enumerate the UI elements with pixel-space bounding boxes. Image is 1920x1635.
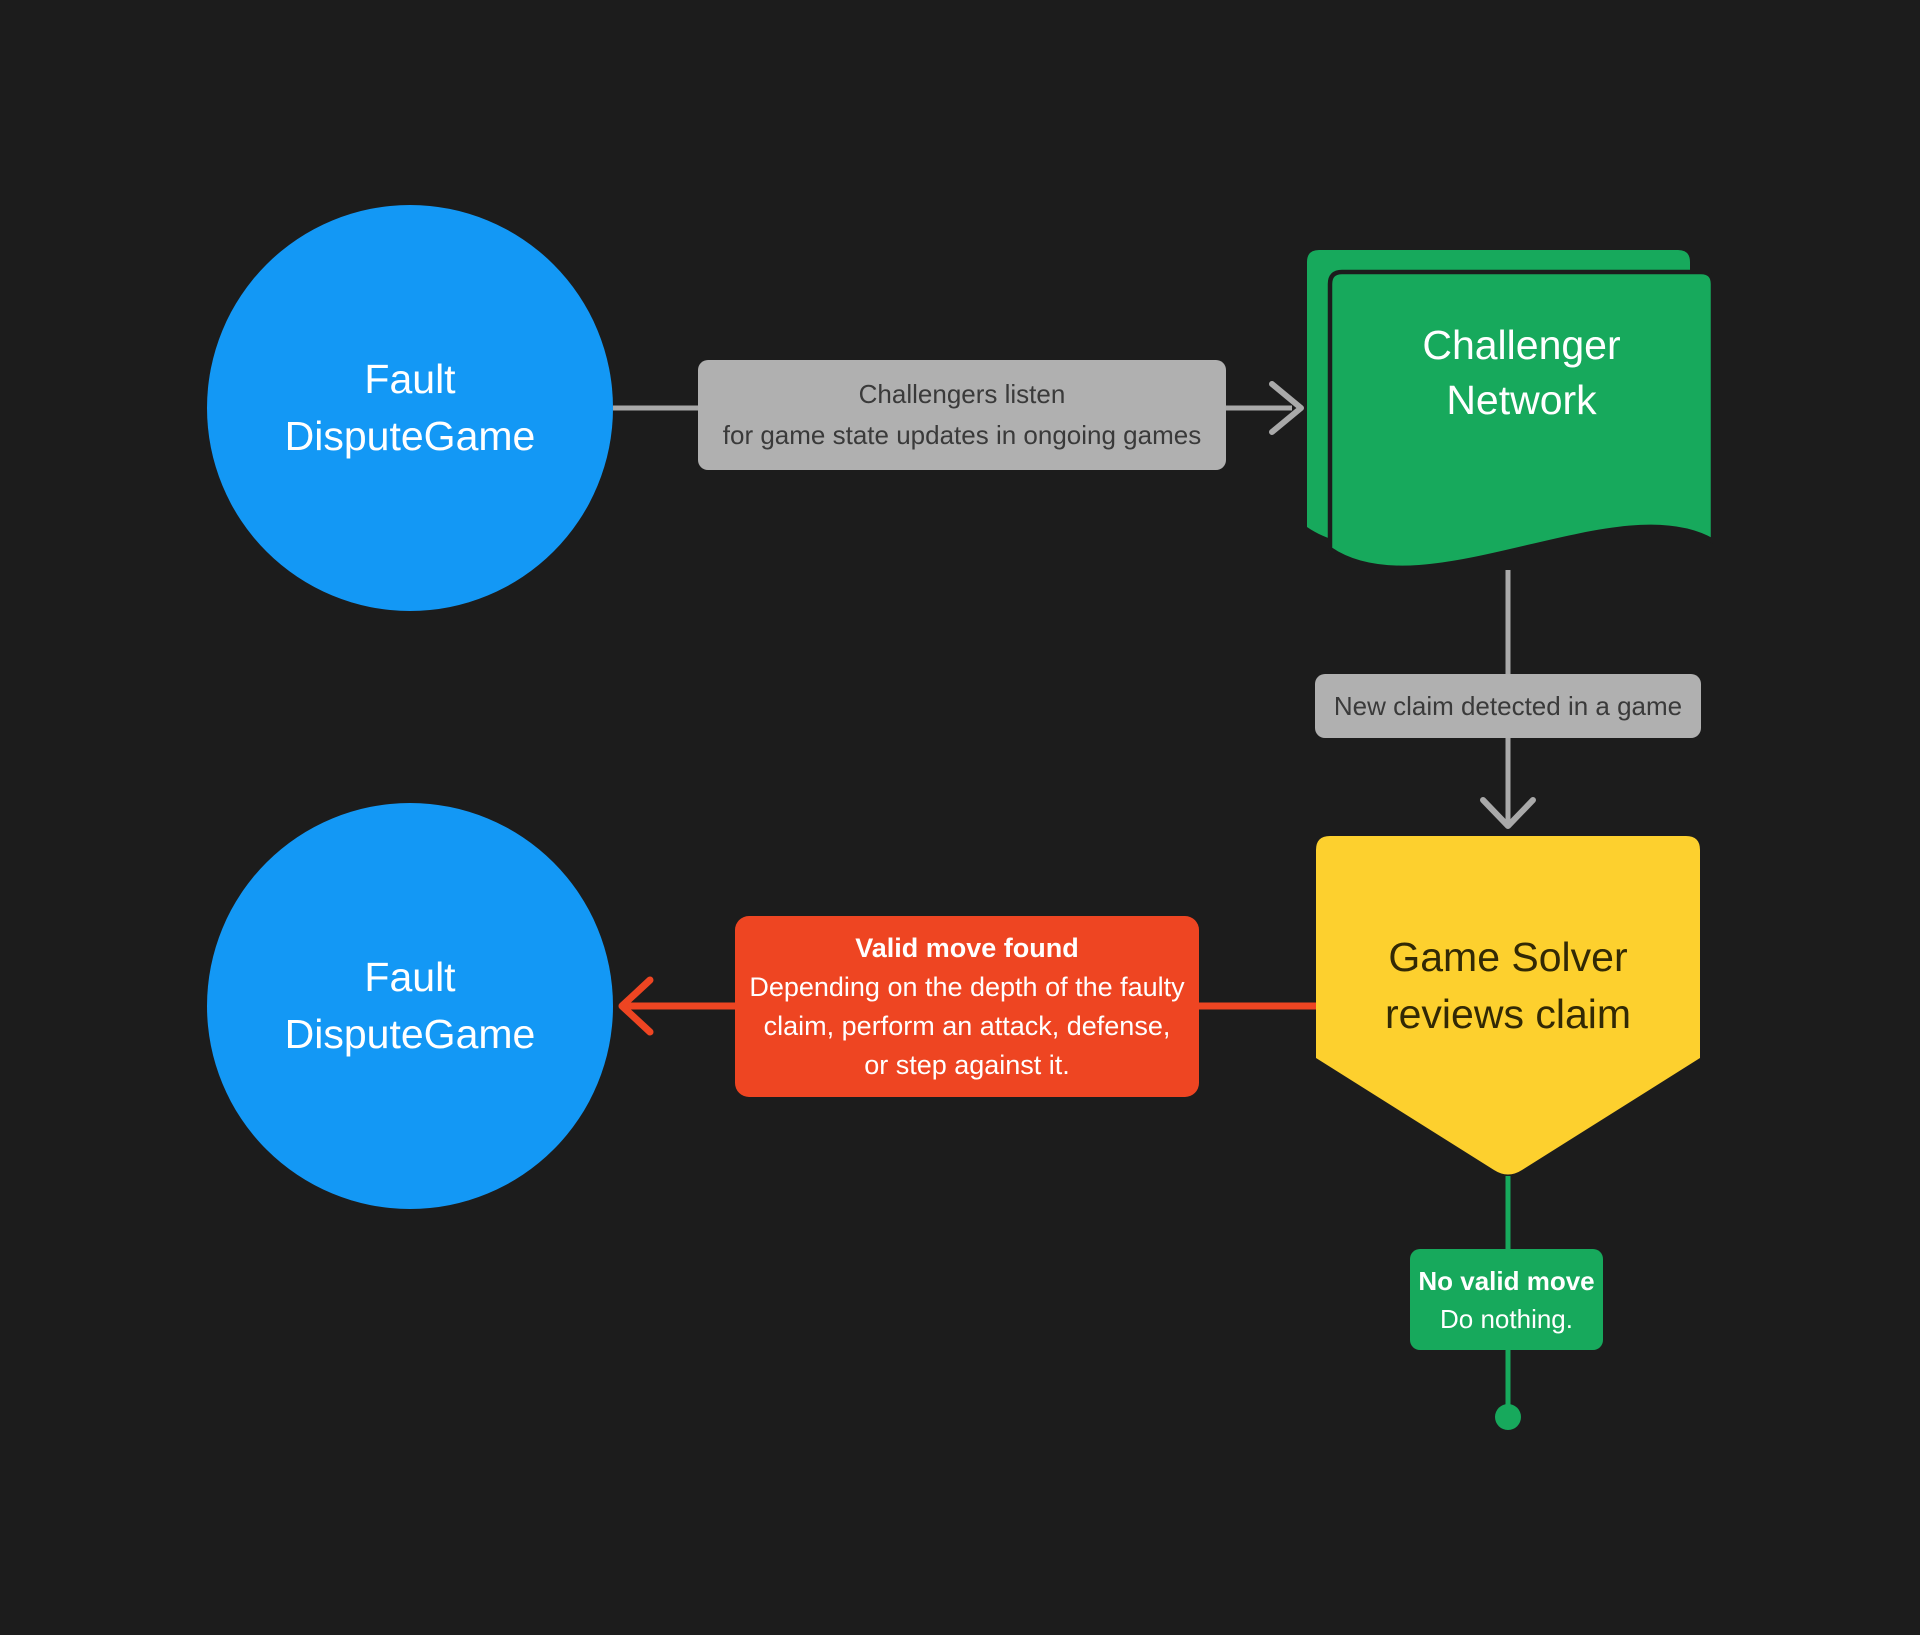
node-label-line: Game Solver	[1388, 934, 1628, 980]
node-fault-dispute-game-top[interactable]: Fault DisputeGame	[207, 205, 613, 611]
edge-label-title: Valid move found	[855, 932, 1079, 963]
edge-label-no-valid-move[interactable]: No valid move Do nothing.	[1410, 1249, 1603, 1350]
edge-label-line: or step against it.	[864, 1049, 1070, 1080]
node-label-line: DisputeGame	[284, 1011, 536, 1057]
connector-endpoint-dot	[1495, 1404, 1521, 1430]
arrowhead-left-icon	[618, 976, 654, 1036]
arrowhead-down-icon	[1480, 797, 1536, 829]
edge-label-new-claim[interactable]: New claim detected in a game	[1315, 674, 1701, 738]
edge-label-valid-move[interactable]: Valid move found Depending on the depth …	[735, 916, 1199, 1097]
node-game-solver-label: Game Solver reviews claim	[1316, 929, 1700, 1043]
node-challenger-network-label: Challenger Network	[1330, 318, 1713, 428]
edge-label-line: Do nothing.	[1440, 1303, 1573, 1334]
edge-label-line: for game state updates in ongoing games	[722, 420, 1202, 450]
node-label-line: reviews claim	[1384, 991, 1632, 1037]
node-label-line: Fault	[364, 954, 456, 1000]
edge-label-title: No valid move	[1418, 1265, 1595, 1296]
node-game-solver-shape[interactable]	[1316, 836, 1700, 1175]
arrowhead-right-icon	[1269, 381, 1304, 435]
node-label-line: DisputeGame	[284, 413, 536, 459]
edge-label-line: New claim detected in a game	[1333, 690, 1683, 721]
node-label-line: Network	[1446, 377, 1597, 423]
edge-label-line: claim, perform an attack, defense,	[763, 1010, 1171, 1041]
node-label-line: Fault	[364, 356, 456, 402]
node-challenger-network-shape[interactable]	[1327, 269, 1716, 571]
edge-label-line: Depending on the depth of the faulty	[749, 971, 1185, 1002]
node-label-line: Challenger	[1422, 322, 1621, 368]
edge-label-challengers-listen[interactable]: Challengers listen for game state update…	[698, 360, 1226, 470]
node-fault-dispute-game-bottom[interactable]: Fault DisputeGame	[207, 803, 613, 1209]
edge-label-line: Challengers listen	[858, 379, 1066, 409]
